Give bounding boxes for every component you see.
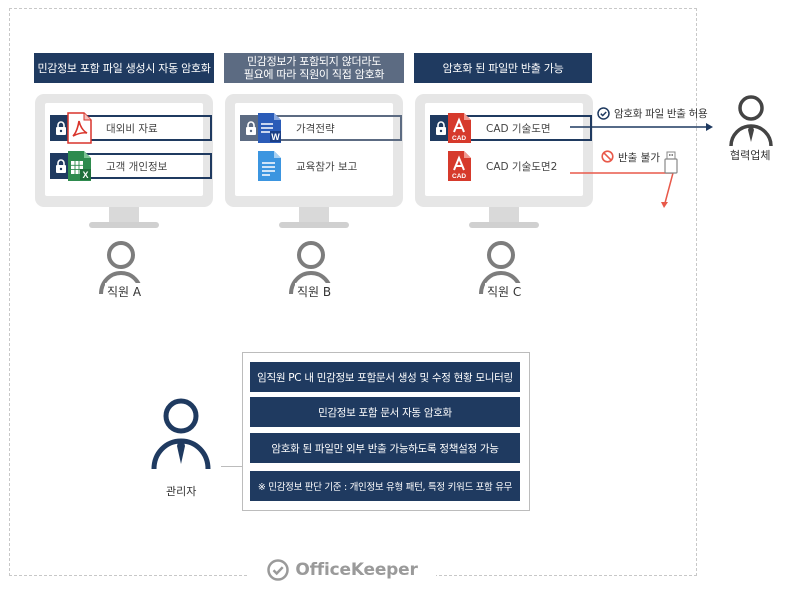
export-allowed-label: 암호화 파일 반출 허용 — [614, 108, 708, 120]
file-label-box: W 가격전략 — [258, 113, 402, 143]
banner-employee-a: 민감정보 포함 파일 생성시 자동 암호화 — [34, 53, 214, 83]
monitor-a: 대외비 자료 X 고객 개인정보 — [35, 94, 213, 207]
monitor-c-base — [469, 222, 539, 228]
monitor-c: CAD CAD 기술도면 CAD CAD 기술도면2 — [415, 94, 593, 207]
admin-policy-box: 임직원 PC 내 민감정보 포함문서 생성 및 수정 현황 모니터링 민감정보 … — [242, 352, 530, 511]
monitor-a-base — [89, 222, 159, 228]
admin-item-criteria: ※ 민감정보 판단 기준 : 개인정보 유형 패턴, 특정 키워드 포함 유무 — [250, 471, 520, 501]
admin-connector-line — [221, 466, 242, 467]
officekeeper-logo: OfficeKeeper — [248, 555, 436, 585]
file-row-a1: 대외비 자료 — [50, 112, 212, 144]
admin-item-policy: 암호화 된 파일만 외부 반출 가능하도록 정책설정 가능 — [250, 433, 520, 463]
employee-b-label: 직원 B — [295, 283, 334, 300]
file-label-box: X 고객 개인정보 — [68, 151, 212, 181]
monitor-b-screen: W 가격전략 교육참가 보고 — [235, 103, 402, 196]
file-name-b2: 교육참가 보고 — [296, 160, 358, 173]
file-row-c2: CAD CAD 기술도면2 — [448, 151, 586, 181]
file-row-b1: W 가격전략 — [240, 113, 402, 143]
banner-employee-c: 암호화 된 파일만 반출 가능 — [414, 53, 592, 83]
admin-item-text: ※ 민감정보 판단 기준 : 개인정보 유형 패턴, 특정 키워드 포함 유무 — [257, 482, 513, 493]
excel-file-icon: X — [68, 151, 91, 181]
monitor-a-stand — [109, 207, 139, 222]
banner-b-line1: 민감정보가 포함되지 않더라도 — [246, 55, 382, 68]
monitor-b: W 가격전략 교육참가 보고 — [225, 94, 403, 207]
lock-icon — [430, 115, 452, 141]
svg-text:X: X — [83, 170, 89, 180]
file-row-a2: X 고객 개인정보 — [50, 151, 212, 181]
file-name-a2: 고객 개인정보 — [106, 160, 168, 173]
cad-file-icon: CAD — [448, 113, 471, 143]
file-name-c2: CAD 기술도면2 — [486, 160, 558, 173]
lock-icon — [50, 153, 72, 179]
monitor-c-screen: CAD CAD 기술도면 CAD CAD 기술도면2 — [425, 103, 592, 196]
blocked-arrowhead — [661, 202, 668, 208]
usb-drive-icon — [664, 151, 678, 174]
document-file-icon — [258, 151, 281, 181]
file-label-box: 교육참가 보고 — [258, 151, 396, 181]
partner-label: 협력업체 — [730, 149, 771, 162]
monitor-b-base — [279, 222, 349, 228]
monitor-b-stand — [299, 207, 329, 222]
svg-text:W: W — [271, 132, 280, 142]
file-row-c1: CAD CAD 기술도면 — [430, 113, 592, 143]
check-circle-icon — [597, 107, 610, 120]
file-name-b1: 가격전략 — [296, 122, 335, 135]
admin-person-icon — [151, 398, 211, 470]
file-label-box: CAD CAD 기술도면 — [448, 113, 592, 143]
logo-text: OfficeKeeper — [295, 560, 418, 580]
allowed-arrowhead — [706, 123, 713, 131]
employee-c-label: 직원 C — [485, 283, 524, 300]
pdf-file-icon — [67, 112, 92, 144]
banner-b-line2: 필요에 따라 직원이 직접 암호화 — [243, 68, 385, 81]
word-file-icon: W — [258, 113, 281, 143]
file-label-box: CAD CAD 기술도면2 — [448, 151, 586, 181]
cad-icon-text: CAD — [452, 173, 466, 180]
block-icon — [601, 150, 614, 163]
admin-item-text: 민감정보 포함 문서 자동 암호화 — [318, 406, 452, 419]
admin-item-text: 암호화 된 파일만 외부 반출 가능하도록 정책설정 가능 — [271, 442, 499, 455]
employee-a-label: 직원 A — [105, 283, 144, 300]
admin-label: 관리자 — [166, 485, 197, 498]
banner-employee-b: 민감정보가 포함되지 않더라도 필요에 따라 직원이 직접 암호화 — [224, 53, 404, 83]
file-label-box: 대외비 자료 — [67, 112, 212, 144]
banner-a-text: 민감정보 포함 파일 생성시 자동 암호화 — [37, 61, 211, 75]
cad-icon-text: CAD — [452, 135, 466, 142]
admin-item-text: 임직원 PC 내 민감정보 포함문서 생성 및 수정 현황 모니터링 — [257, 371, 513, 384]
cad-file-icon: CAD — [448, 151, 471, 181]
banner-c-text: 암호화 된 파일만 반출 가능 — [442, 61, 564, 75]
export-blocked-label: 반출 불가 — [618, 152, 660, 164]
blocked-arrow — [570, 172, 674, 204]
monitor-c-stand — [489, 207, 519, 222]
logo-check-icon — [267, 559, 290, 581]
admin-item-monitoring: 임직원 PC 내 민감정보 포함문서 생성 및 수정 현황 모니터링 — [250, 362, 520, 392]
file-name-c1: CAD 기술도면 — [486, 122, 551, 135]
file-row-b2: 교육참가 보고 — [258, 151, 396, 181]
lock-icon — [240, 115, 262, 141]
admin-item-auto-encrypt: 민감정보 포함 문서 자동 암호화 — [250, 397, 520, 427]
partner-person-icon — [729, 95, 773, 147]
file-name-a1: 대외비 자료 — [106, 122, 158, 135]
lock-icon — [50, 115, 72, 141]
monitor-a-screen: 대외비 자료 X 고객 개인정보 — [45, 103, 212, 196]
